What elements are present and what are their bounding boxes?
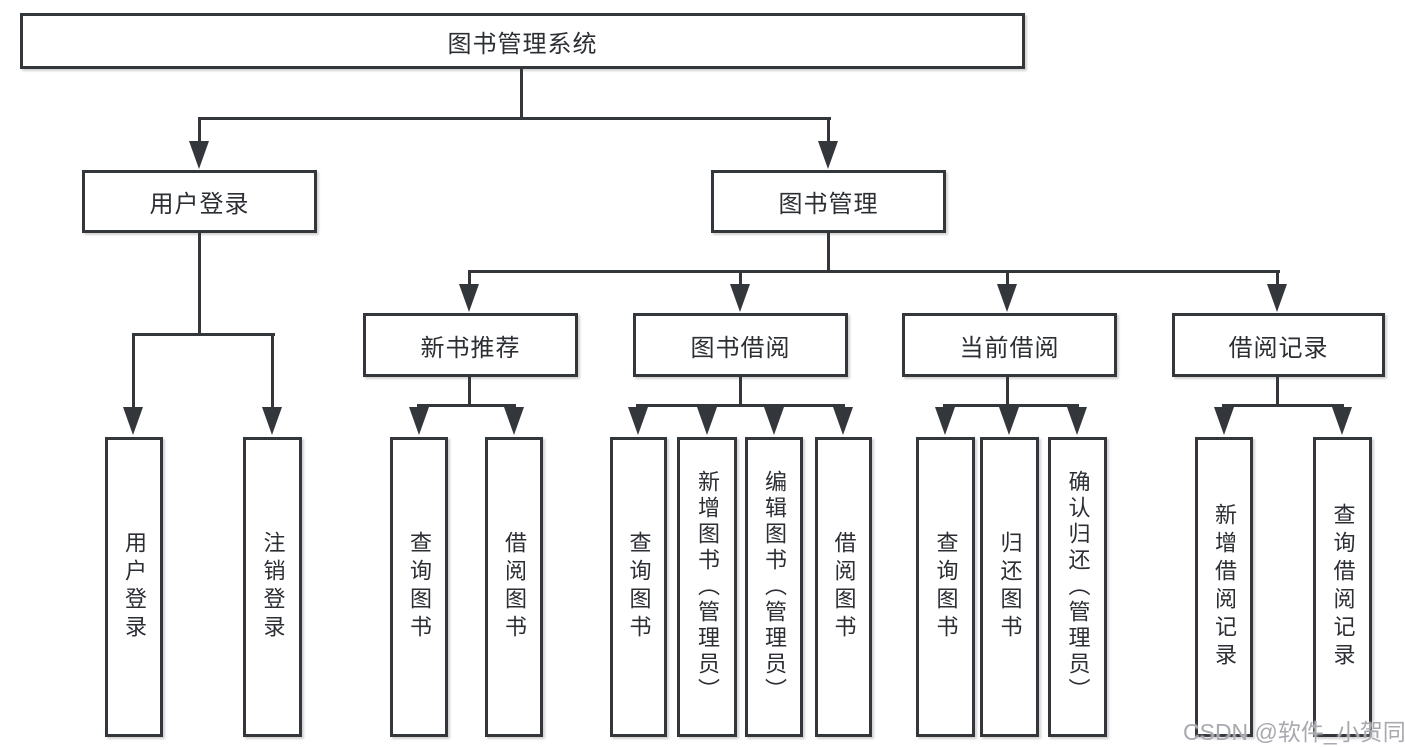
- node-book-mgmt: 图书管理: [711, 170, 946, 233]
- leaf-bb-borrow-books-label: 借阅图书: [831, 531, 857, 643]
- node-root-label: 图书管理系统: [447, 30, 598, 58]
- node-current-borrow: 当前借阅: [902, 313, 1117, 377]
- node-current-borrow-label: 当前借阅: [959, 334, 1060, 362]
- connector-l3-stem-1: [468, 270, 471, 286]
- leaf-logout: 注销登录: [243, 437, 302, 737]
- arrow-bb-query: [628, 407, 648, 435]
- leaf-cb-query-books-label: 查询图书: [933, 531, 959, 643]
- leaf-user-login: 用户登录: [105, 437, 163, 737]
- connector-bookborrow-split: [636, 404, 845, 407]
- connector-borrowrecords-split: [1222, 404, 1344, 407]
- arrow-nb-query: [409, 407, 429, 435]
- arrow-cb-confirm: [1067, 407, 1087, 435]
- node-book-borrow: 图书借阅: [633, 313, 848, 377]
- connector-currentborrow-split: [943, 404, 1079, 407]
- connector-l3-stem-3: [1006, 270, 1009, 286]
- node-new-books-label: 新书推荐: [420, 334, 521, 362]
- node-book-borrow-label: 图书借阅: [690, 334, 791, 362]
- connector-bookborrow-stem: [739, 377, 742, 407]
- arrow-to-current-borrow: [997, 284, 1017, 312]
- connector-root-left-stem: [198, 117, 201, 144]
- connector-root-stem: [520, 69, 523, 120]
- leaf-br-add-record: 新增借阅记录: [1195, 437, 1253, 737]
- arrow-cb-return: [999, 407, 1019, 435]
- leaf-nb-query-books: 查询图书: [390, 437, 448, 737]
- leaf-cb-confirm-return-admin-label: 确认归还（管理员）: [1065, 470, 1091, 704]
- leaf-nb-borrow-books-label: 借阅图书: [502, 531, 527, 643]
- arrow-cb-query: [935, 407, 955, 435]
- node-borrow-records: 借阅记录: [1172, 313, 1385, 377]
- node-borrow-records-label: 借阅记录: [1228, 334, 1329, 362]
- node-new-books: 新书推荐: [363, 313, 578, 377]
- leaf-cb-confirm-return-admin: 确认归还（管理员）: [1048, 437, 1107, 737]
- arrow-to-book-mgmt: [818, 141, 838, 169]
- node-root: 图书管理系统: [20, 13, 1025, 69]
- leaf-br-query-record-label: 查询借阅记录: [1330, 503, 1356, 671]
- connector-newbooks-stem: [468, 377, 471, 407]
- connector-userlogin-right-stem: [271, 333, 274, 410]
- leaf-nb-borrow-books: 借阅图书: [485, 437, 543, 737]
- leaf-bb-borrow-books: 借阅图书: [815, 437, 872, 737]
- arrow-br-add: [1214, 407, 1234, 435]
- leaf-cb-query-books: 查询图书: [916, 437, 975, 737]
- arrow-to-new-books: [459, 284, 479, 312]
- connector-userlogin-stem: [198, 233, 201, 336]
- arrow-to-leaf-login: [123, 407, 143, 435]
- leaf-br-add-record-label: 新增借阅记录: [1212, 503, 1237, 671]
- leaf-nb-query-books-label: 查询图书: [407, 531, 432, 643]
- connector-borrowrecords-stem: [1276, 377, 1279, 407]
- connector-newbooks-split: [417, 404, 516, 407]
- connector-userlogin-left-stem: [132, 333, 135, 410]
- leaf-bb-add-books-admin-label: 新增图书（管理员）: [695, 470, 720, 704]
- connector-l3-stem-4: [1276, 270, 1279, 286]
- leaf-br-query-record: 查询借阅记录: [1313, 437, 1372, 737]
- leaf-bb-edit-books-admin: 编辑图书（管理员）: [745, 437, 803, 737]
- connector-bookmgmt-stem: [827, 233, 830, 273]
- connector-root-right-stem: [827, 117, 830, 144]
- leaf-cb-return-books: 归还图书: [980, 437, 1039, 737]
- leaf-bb-query-books-label: 查询图书: [626, 531, 652, 643]
- leaf-cb-return-books-label: 归还图书: [997, 531, 1023, 643]
- connector-bookmgmt-split: [468, 270, 1280, 273]
- connector-l3-stem-2: [739, 270, 742, 286]
- arrow-br-query: [1332, 407, 1352, 435]
- arrow-to-leaf-logout: [262, 407, 282, 435]
- leaf-bb-edit-books-admin-label: 编辑图书（管理员）: [762, 470, 787, 704]
- node-user-login-label: 用户登录: [149, 191, 250, 218]
- leaf-logout-label: 注销登录: [260, 531, 286, 643]
- connector-userlogin-split: [133, 333, 275, 336]
- arrow-to-user-login: [189, 141, 209, 169]
- connector-currentborrow-stem: [1006, 377, 1009, 407]
- arrow-bb-borrow: [833, 407, 853, 435]
- leaf-bb-add-books-admin: 新增图书（管理员）: [677, 437, 737, 737]
- arrow-nb-borrow: [504, 407, 524, 435]
- leaf-bb-query-books: 查询图书: [610, 437, 667, 737]
- node-book-mgmt-label: 图书管理: [778, 191, 879, 218]
- arrow-to-borrow-records: [1267, 284, 1287, 312]
- arrow-bb-edit: [764, 407, 784, 435]
- arrow-bb-add: [697, 407, 717, 435]
- arrow-to-book-borrow: [730, 284, 750, 312]
- connector-root-split: [198, 117, 831, 120]
- csdn-watermark: CSDN @软件_小贺同学: [1183, 719, 1405, 745]
- leaf-user-login-label: 用户登录: [122, 531, 147, 643]
- node-user-login: 用户登录: [82, 170, 317, 233]
